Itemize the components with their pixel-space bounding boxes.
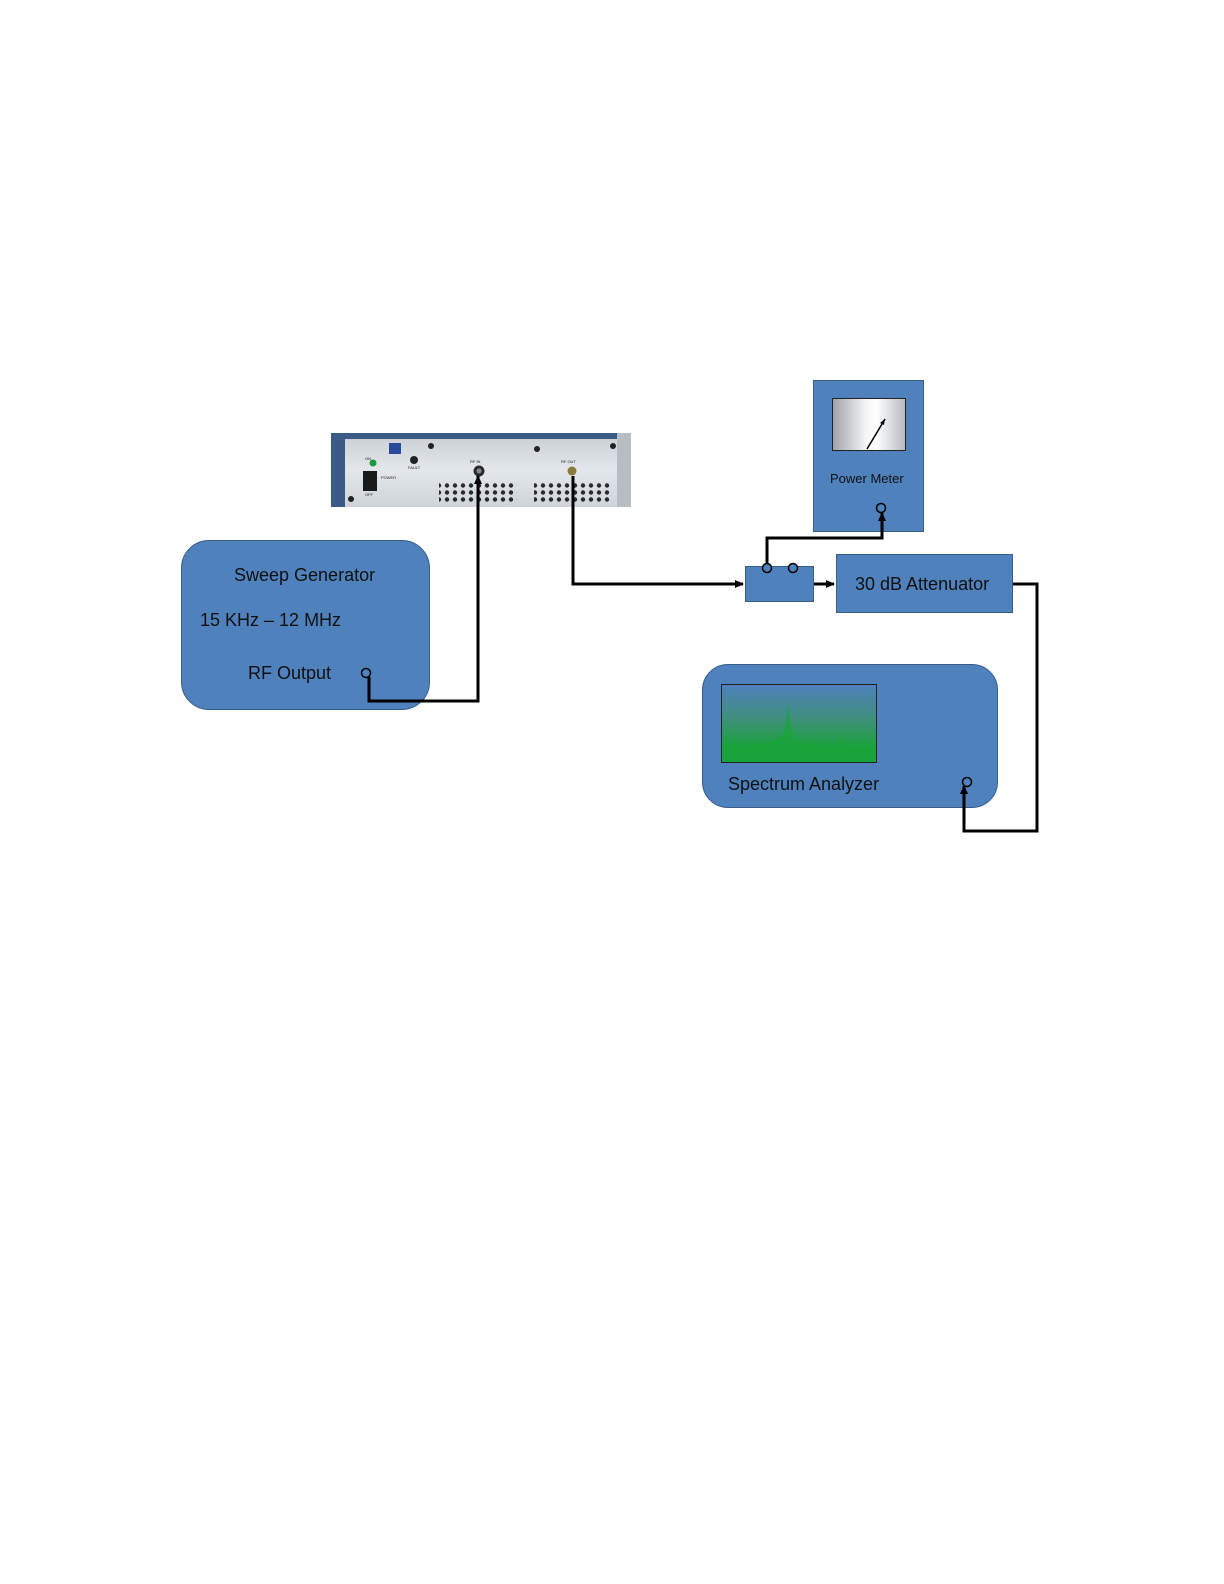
cable-coupler-to-power-meter — [767, 513, 882, 568]
cable-rf-out-to-coupler — [573, 476, 743, 584]
rf-output-port-icon — [362, 669, 371, 678]
power-meter-port-icon — [877, 504, 886, 513]
cable-sweep-to-rf-in — [369, 476, 478, 701]
cable-attenuator-to-analyzer — [964, 584, 1037, 831]
coupler-port-1-icon — [763, 564, 772, 573]
coupler-port-2-icon — [789, 564, 798, 573]
analyzer-input-port-icon — [963, 778, 972, 787]
